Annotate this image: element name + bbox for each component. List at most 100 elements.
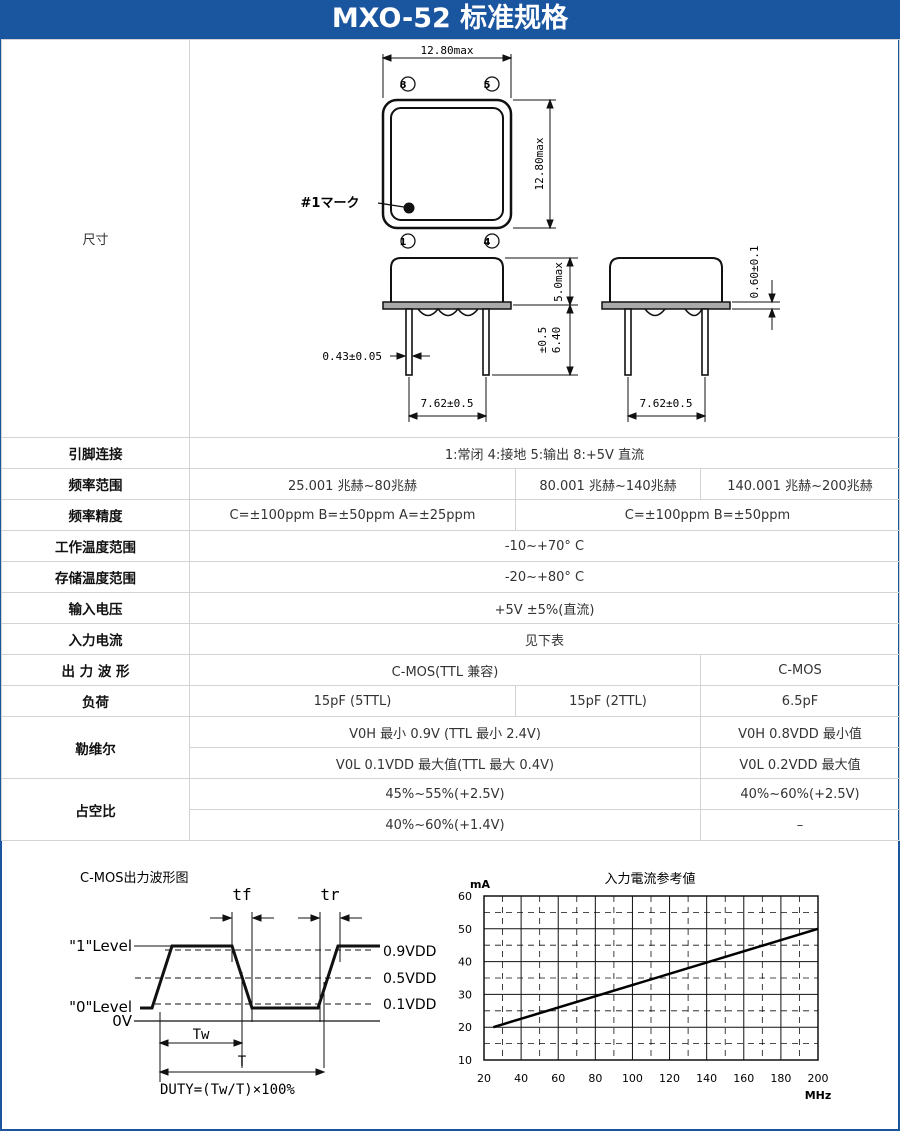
freq-range-v2: 80.001 兆赫~140兆赫 xyxy=(515,468,701,500)
x-tick-label: 120 xyxy=(659,1072,680,1085)
duty-r2v1: 40%~60%(+1.4V) xyxy=(189,809,701,841)
load-v3: 6.5pF xyxy=(700,685,900,717)
st-temp-value: -20~+80° C xyxy=(189,561,900,593)
y-tick-label: 10 xyxy=(458,1054,472,1067)
tf-label: tf xyxy=(232,885,251,904)
freq-acc-v2: C=±100ppm B=±50ppm xyxy=(515,499,900,531)
freq-range-v3: 140.001 兆赫~200兆赫 xyxy=(700,468,900,500)
threshold-09-label: 0.9VDD xyxy=(383,944,436,960)
pin1-label: 1 xyxy=(400,237,407,248)
chart-grid xyxy=(483,895,819,1061)
level-voh1: V0H 最小 0.9V (TTL 最小 2.4V) xyxy=(189,716,701,748)
duty-r1v1: 45%~55%(+2.5V) xyxy=(189,778,701,810)
load-v2: 15pF (2TTL) xyxy=(515,685,701,717)
duty-r2v2: – xyxy=(700,809,900,841)
freq-acc-label: 频率精度 xyxy=(1,499,190,531)
st-temp-label: 存储温度范围 xyxy=(1,561,190,593)
lead-diameter-dim: 0.43±0.05 xyxy=(322,350,382,363)
level0-label: "0"Level xyxy=(69,998,132,1016)
x-tick-label: 60 xyxy=(551,1072,565,1085)
x-tick-label: 140 xyxy=(696,1072,717,1085)
pin4-label: 4 xyxy=(484,237,491,248)
top-view xyxy=(377,54,556,249)
current-label: 入力电流 xyxy=(1,623,190,655)
load-v1: 15pF (5TTL) xyxy=(189,685,516,717)
waveform-diagram: C-MOS出力波形图 tf tr "1"Level "0"Level 0V 0.… xyxy=(69,871,436,1098)
duty-label: 占空比 xyxy=(1,778,190,841)
pin1-mark-label: #1マーク xyxy=(301,196,360,211)
voltage-label: 输入电压 xyxy=(1,592,190,624)
spec-table: 尺寸 xyxy=(1,39,900,841)
duty-formula: DUTY=(Tw/T)×100% xyxy=(160,1082,295,1098)
pitch-right-dim: 7.62±0.5 xyxy=(640,397,693,410)
level-voh2: V0H 0.8VDD 最小值 xyxy=(700,716,900,748)
level1-label: "1"Level xyxy=(69,937,132,955)
y-tick-label: 20 xyxy=(458,1021,472,1034)
y-tick-label: 30 xyxy=(458,988,472,1001)
period-label: T xyxy=(238,1054,247,1070)
level-label: 勒维尔 xyxy=(1,716,190,779)
body-height-dim: 5.0max xyxy=(552,262,565,302)
row-current: 入力电流 见下表 xyxy=(1,623,900,655)
pin1-mark-dot xyxy=(403,202,415,214)
row-st-temp: 存储温度范围 -20~+80° C xyxy=(1,561,900,593)
current-series-line xyxy=(492,927,819,1029)
op-temp-value: -10~+70° C xyxy=(189,530,900,562)
height-dim: 12.80max xyxy=(533,137,546,190)
tw-label: Tw xyxy=(193,1027,210,1043)
chart-ylabel: mA xyxy=(470,878,490,891)
pin8-label: 8 xyxy=(400,80,407,91)
chart-series xyxy=(492,927,819,1029)
x-tick-label: 100 xyxy=(622,1072,643,1085)
current-chart: 入力電流参考値 mA MHz 20 40 60 80 100 120 140 160 180 20… xyxy=(458,871,832,1102)
lead-length-tol: ±0.5 xyxy=(536,327,549,354)
chart-title: 入力電流参考値 xyxy=(604,871,695,887)
freq-range-v1: 25.001 兆赫~80兆赫 xyxy=(189,468,516,500)
row-wave: 出 力 波 形 C-MOS(TTL 兼容) C-MOS xyxy=(1,654,900,686)
waveform-lines xyxy=(134,912,380,1082)
row-duty-1: 占空比 45%~55%(+2.5V) 40%~60%(+2.5V) xyxy=(1,778,900,841)
row-pin: 引脚连接 1:常闭 4:接地 5:输出 8:+5V 直流 xyxy=(1,437,900,469)
row-duty-2: 40%~60%(+1.4V) – xyxy=(2,809,900,841)
wave-v2: C-MOS xyxy=(700,654,900,686)
row-level-vol: V0L 0.1VDD 最大值(TTL 最大 0.4V) V0L 0.2VDD 最… xyxy=(2,747,900,779)
freq-acc-v1: C=±100ppm B=±50ppm A=±25ppm xyxy=(189,499,516,531)
y-tick-label: 40 xyxy=(458,956,472,969)
load-label: 负荷 xyxy=(1,685,190,717)
flange-dim: 0.60±0.1 xyxy=(748,246,761,299)
row-size: 尺寸 xyxy=(1,39,900,438)
x-tick-label: 160 xyxy=(733,1072,754,1085)
current-value: 见下表 xyxy=(189,623,900,655)
x-tick-label: 80 xyxy=(588,1072,602,1085)
x-tick-label: 180 xyxy=(770,1072,791,1085)
x-tick-label: 20 xyxy=(477,1072,491,1085)
threshold-05-label: 0.5VDD xyxy=(383,971,436,987)
tr-label: tr xyxy=(320,885,340,904)
side-view-left xyxy=(382,256,578,422)
x-tick-label: 200 xyxy=(808,1072,829,1085)
dimension-drawing: 8 5 1 4 12.80max 12.80max #1マーク xyxy=(189,39,900,438)
duty-r1v2: 40%~60%(+2.5V) xyxy=(700,778,900,810)
waveform-title: C-MOS出力波形图 xyxy=(80,871,188,886)
pitch-left-dim: 7.62±0.5 xyxy=(421,397,474,410)
pin-label: 引脚连接 xyxy=(1,437,190,469)
x-tick-label: 40 xyxy=(514,1072,528,1085)
page-title: MXO-52 标准规格 xyxy=(0,0,900,38)
row-freq-acc: 频率精度 C=±100ppm B=±50ppm A=±25ppm C=±100p… xyxy=(1,499,900,531)
row-level-voh: 勒维尔 V0H 最小 0.9V (TTL 最小 2.4V) V0H 0.8VDD… xyxy=(1,716,900,779)
row-op-temp: 工作温度范围 -10~+70° C xyxy=(1,530,900,562)
pin-value: 1:常闭 4:接地 5:输出 8:+5V 直流 xyxy=(189,437,900,469)
row-freq-range: 频率范围 25.001 兆赫~80兆赫 80.001 兆赫~140兆赫 140.… xyxy=(1,468,900,500)
row-load: 负荷 15pF (5TTL) 15pF (2TTL) 6.5pF xyxy=(1,685,900,717)
row-voltage: 输入电压 +5V ±5%(直流) xyxy=(1,592,900,624)
y-tick-label: 60 xyxy=(458,890,472,903)
width-dim: 12.80max xyxy=(421,44,474,57)
op-temp-label: 工作温度范围 xyxy=(1,530,190,562)
wave-label: 出 力 波 形 xyxy=(1,654,190,686)
voltage-value: +5V ±5%(直流) xyxy=(189,592,900,624)
side-view-right xyxy=(601,257,780,422)
freq-range-label: 频率范围 xyxy=(1,468,190,500)
wave-v1: C-MOS(TTL 兼容) xyxy=(189,654,701,686)
chart-xlabel: MHz xyxy=(805,1089,832,1102)
